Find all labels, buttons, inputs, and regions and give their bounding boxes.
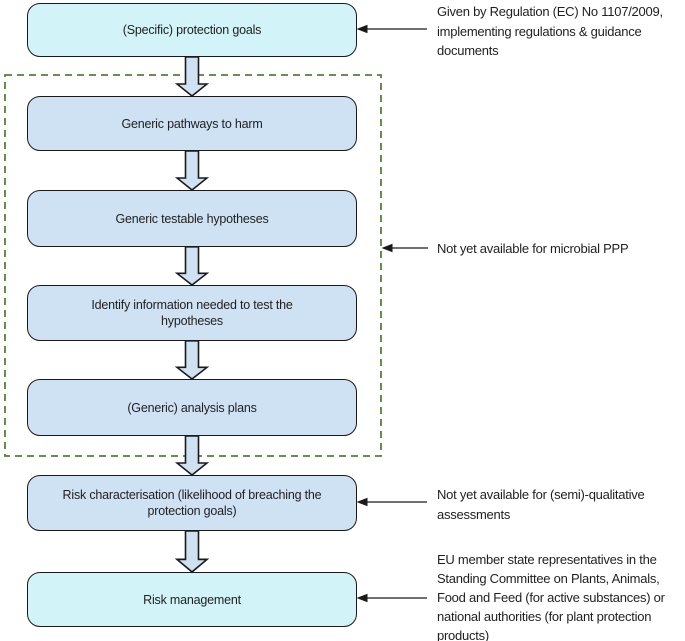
down-arrow-icon — [175, 246, 209, 286]
flow-box-label: Generic testable hypotheses — [115, 211, 269, 226]
annotation-arrow-icon — [356, 24, 427, 34]
flow-box-identify-information: Identify information needed to test the … — [27, 285, 357, 341]
flow-box-label: Identify information needed to test the … — [91, 298, 293, 328]
flow-box-risk-management: Risk management — [27, 572, 357, 627]
down-arrow-icon — [175, 150, 209, 191]
flow-box-label: (Specific) protection goals — [122, 23, 262, 37]
annotation-arrow-icon — [356, 497, 427, 507]
flow-box-label: (Generic) analysis plans — [127, 400, 257, 415]
flow-box-pathways-to-harm: Generic pathways to harm — [27, 96, 357, 151]
annotation-arrow-icon — [356, 593, 427, 603]
annotation-microbial-ppp: Not yet available for microbial PPP — [437, 241, 629, 256]
flow-box-testable-hypotheses: Generic testable hypotheses — [27, 190, 357, 247]
flow-box-label: Generic pathways to harm — [121, 116, 263, 131]
flow-box-protection-goals: (Specific) protection goals — [27, 3, 357, 57]
flow-box-risk-characterisation: Risk characterisation (likelihood of bre… — [27, 475, 357, 531]
annotation-eu-member-states: EU member state representatives in the S… — [437, 552, 665, 641]
generic-steps-group-dashed-border — [4, 74, 382, 457]
flow-box-analysis-plans: (Generic) analysis plans — [27, 379, 357, 436]
flow-box-label: Risk management — [143, 592, 241, 607]
down-arrow-icon — [175, 530, 209, 573]
annotation-semi-qualitative: Not yet available for (semi)-qualitative… — [437, 487, 645, 522]
flow-box-label: Risk characterisation (likelihood of bre… — [62, 488, 322, 518]
annotation-regulation: Given by Regulation (EC) No 1107/2009, i… — [437, 4, 663, 58]
down-arrow-icon — [175, 56, 209, 97]
annotation-arrow-icon — [381, 243, 428, 253]
down-arrow-icon — [175, 435, 209, 476]
down-arrow-icon — [175, 340, 209, 380]
